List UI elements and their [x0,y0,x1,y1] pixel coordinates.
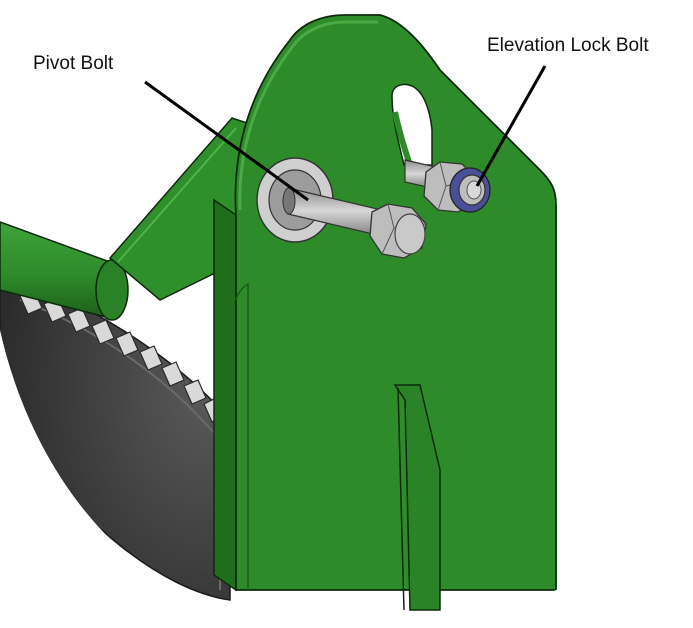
pivot-bolt-label: Pivot Bolt [33,53,114,74]
pivot-bolt-hex-head [256,157,427,259]
elevation-lock-bolt-leader [475,65,547,187]
elevation-lock-bolt-hex-nut [404,159,491,213]
elevation-lock-bolt-label: Elevation Lock Bolt [487,35,649,56]
pivot-bolt-leader [144,80,309,202]
frame-tube [0,221,129,321]
main-bracket-plate [213,14,557,611]
callout-leaders [144,65,547,202]
